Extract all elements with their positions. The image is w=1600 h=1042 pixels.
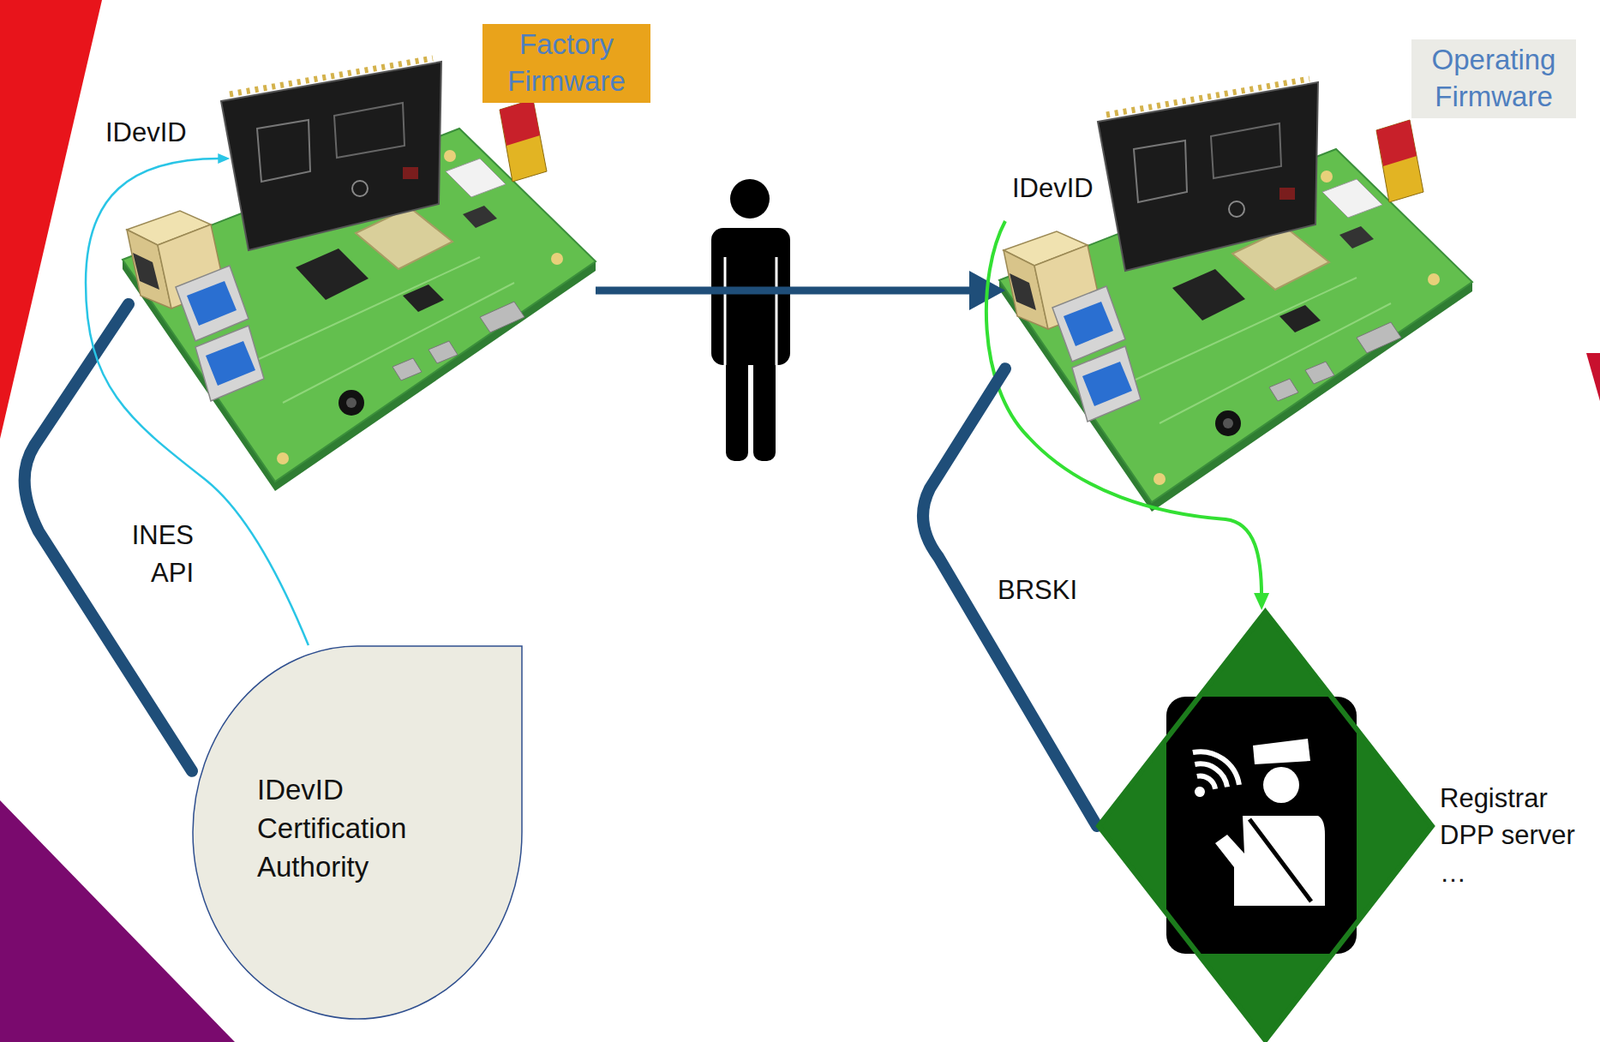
firmware-tag: Factory Firmware: [482, 23, 651, 103]
idevid-present-arrow: [986, 221, 1270, 611]
edge-label-anchor: INES API: [107, 516, 194, 593]
wifi-arc: [1194, 757, 1232, 787]
ines-link-line: [24, 304, 192, 772]
corner-purple-band: [0, 800, 235, 1042]
firmware-tag: Operating Firmware: [1411, 39, 1577, 119]
device-board: IDevID: [128, 158, 596, 485]
idevid-present-arrow-line: [986, 221, 1262, 597]
edge-label: BRSKI: [994, 574, 1080, 606]
idevid-issue-arrow-line: [85, 158, 309, 646]
wifi-dot: [1192, 785, 1208, 800]
node-label: Registrar DPP server …: [1439, 779, 1590, 892]
person-icon: [711, 179, 791, 462]
certification-authority: IDevID Certification Authority: [191, 645, 523, 1020]
wifi-arc: [1197, 772, 1218, 789]
box-label: Factory Firmware: [490, 26, 643, 101]
officer-head: [1263, 767, 1300, 803]
arrow-head: [1253, 593, 1270, 611]
registrar-icon-ground: [1166, 696, 1357, 954]
ca-outline: [192, 646, 522, 1019]
operating-board-picture: [999, 78, 1473, 512]
handover-arrow-line: [595, 286, 977, 294]
brski-link: [922, 368, 1097, 827]
person-torso: [711, 227, 791, 366]
diamond-outline: [1098, 611, 1433, 1041]
factory-board-picture: [122, 58, 596, 492]
node-label: IDevID Certification Authority: [257, 771, 438, 887]
officer-strap: [1249, 819, 1312, 902]
box-label: Operating Firmware: [1419, 41, 1569, 116]
registrar-diamond: Registrar DPP server …: [1096, 610, 1434, 1042]
edge-label: INES API: [107, 516, 194, 593]
edge-label-anchor: BRSKI: [994, 574, 1080, 606]
idevid-issue-arrow: [85, 153, 309, 646]
person-arm-gap: [775, 257, 779, 366]
person-leg: [725, 342, 749, 462]
device-board: IDevID: [1005, 179, 1473, 505]
node-label: IDevID: [1009, 172, 1097, 204]
registrar-diamond-shape: [1096, 610, 1434, 1042]
officer-body: [1215, 815, 1325, 906]
arrow-head: [217, 153, 230, 164]
officer-cap: [1252, 738, 1311, 765]
certification-authority-shape: [191, 645, 523, 1020]
brski-link-line: [922, 368, 1097, 827]
node-label: IDevID: [105, 116, 187, 149]
person-head: [730, 179, 770, 219]
ines-link: [24, 304, 192, 772]
diamond-fill: [1098, 611, 1433, 1041]
wifi-symbol: [1174, 743, 1247, 813]
handover-arrow: [595, 270, 1006, 311]
wifi-arc: [1192, 743, 1247, 786]
edge-red-fragment: [1586, 353, 1600, 402]
person-leg: [753, 342, 776, 462]
person-arm-gap: [724, 257, 727, 366]
